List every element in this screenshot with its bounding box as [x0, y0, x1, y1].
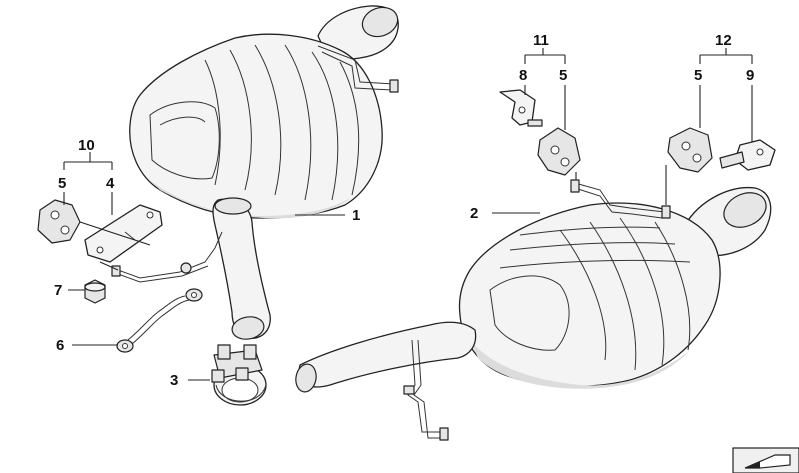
callout-12: 12: [715, 32, 732, 49]
nut-part7: [84, 279, 106, 304]
callout-6: 6: [56, 337, 64, 354]
hanger-bracket-part4: [84, 204, 163, 263]
callout-2: 2: [470, 205, 478, 222]
callout-8: 8: [519, 67, 527, 84]
callout-5-mid: 5: [559, 67, 567, 84]
rubber-mount-right-a: [537, 127, 581, 176]
pipe-clamp-part3: [211, 344, 267, 406]
callout-5-left: 5: [58, 175, 66, 192]
callout-4: 4: [106, 175, 115, 192]
callout-labels: 1 2 3 4 5 5 5 6 7 8 9 10 11 12: [54, 32, 754, 389]
callout-3: 3: [170, 372, 178, 389]
callout-7: 7: [54, 282, 62, 299]
callout-10: 10: [78, 137, 95, 154]
callout-11: 11: [533, 32, 549, 49]
callout-1: 1: [352, 207, 360, 224]
next-page-arrow-icon[interactable]: [732, 447, 799, 473]
callout-9: 9: [746, 67, 754, 84]
bracket-part8: [499, 89, 543, 127]
rubber-mount-right-b: [667, 127, 713, 173]
bracket-part9: [719, 139, 776, 171]
right-muffler: [295, 179, 772, 441]
rubber-mount-left: [37, 199, 81, 244]
ground-strap-part6: [116, 288, 203, 353]
left-muffler: [111, 5, 399, 340]
leader-lines: [63, 48, 753, 381]
callout-5-right: 5: [694, 67, 702, 84]
